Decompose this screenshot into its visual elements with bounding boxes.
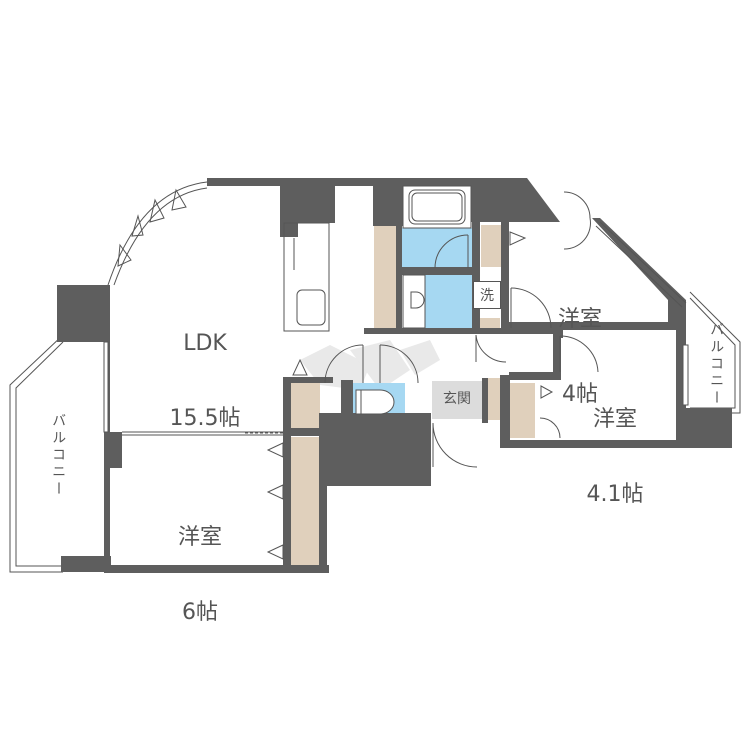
room-western-4-1-size: 4.1帖 xyxy=(586,482,644,508)
room-western-4-size: 4帖 xyxy=(562,382,598,408)
entrance-label: 玄関 xyxy=(443,391,471,407)
curved-window xyxy=(107,181,208,286)
washbasin xyxy=(402,274,426,329)
doors xyxy=(324,191,599,468)
balcony-left-label: バルコニー xyxy=(50,413,67,498)
room-western-4-label: 洋室 4帖 xyxy=(530,256,630,458)
room-ldk-size: 15.5帖 xyxy=(169,406,241,432)
room-western-6-label: 洋室 6帖 xyxy=(145,474,255,676)
toilet xyxy=(355,389,395,415)
windows xyxy=(103,221,689,433)
kitchen-counter xyxy=(283,222,330,332)
room-western-4-1-name: 洋室 xyxy=(592,406,637,432)
room-ldk-name: LDK xyxy=(183,330,227,356)
room-western-6-name: 洋室 xyxy=(177,524,222,550)
washer-label: 洗 xyxy=(473,281,501,309)
room-western-6-size: 6帖 xyxy=(182,600,218,626)
room-ldk-label: LDK 15.5帖 xyxy=(150,280,260,482)
balcony-right-label: バルコニー xyxy=(708,322,725,407)
closet-hinges xyxy=(266,231,554,560)
bathtub xyxy=(402,185,472,229)
storage-areas xyxy=(290,225,535,565)
balcony-left xyxy=(9,334,64,573)
room-western-4-1-label: 洋室 4.1帖 xyxy=(560,356,670,558)
walls xyxy=(57,178,732,573)
sliding-door xyxy=(122,431,283,436)
entrance-floor xyxy=(432,381,482,419)
room-western-4-name: 洋室 xyxy=(557,306,602,332)
